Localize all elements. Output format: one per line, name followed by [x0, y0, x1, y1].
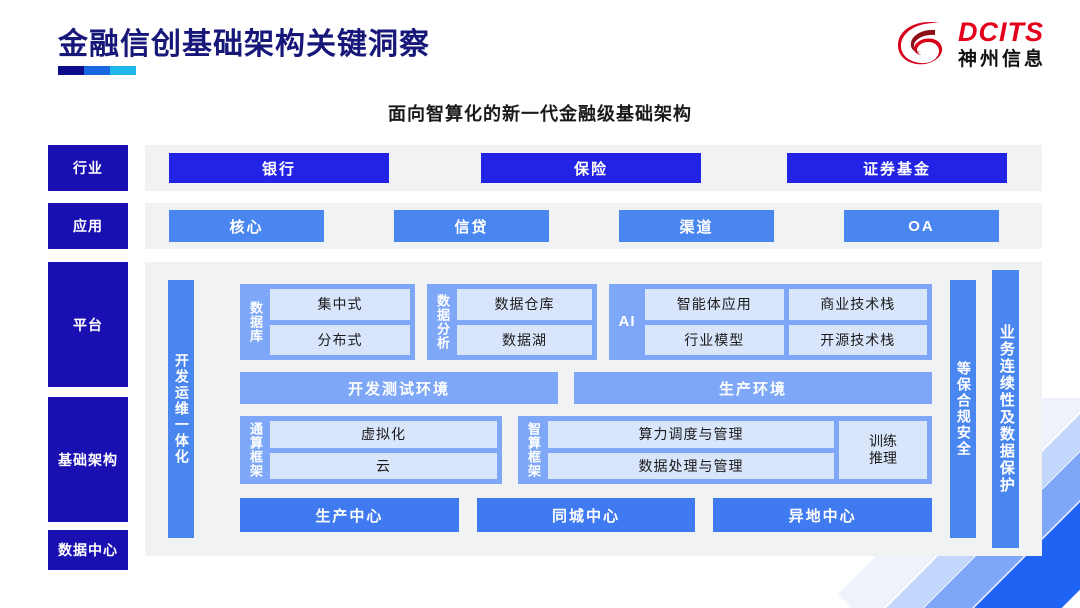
group-intelligent-compute-caption: 智算框架: [526, 422, 542, 478]
env-production[interactable]: 生产环境: [574, 372, 932, 404]
rule-segment-2: [84, 66, 110, 75]
dc-production[interactable]: 生产中心: [240, 498, 459, 532]
title-underline-rule: [58, 66, 136, 75]
environment-row: 开发测试环境 生产环境: [240, 372, 932, 404]
compute-framework-row: 通算框架 虚拟化 云 智算框架 算力调度与管理 数据处理与管理 训: [240, 416, 932, 484]
datacenter-row: 生产中心 同城中心 异地中心: [240, 498, 933, 532]
cell-distributed[interactable]: 分布式: [270, 324, 410, 355]
application-band: 核心 信贷 渠道 OA: [145, 203, 1042, 249]
group-general-compute: 通算框架 虚拟化 云: [240, 416, 502, 484]
group-intelligent-compute: 智算框架 算力调度与管理 数据处理与管理 训练 推理: [518, 416, 932, 484]
platform-infrastructure-panel: 开发运维一体化 等保合规安全 业务连续性及数据保护 数据库 集中式 分布式 数据…: [145, 262, 1042, 556]
cell-cloud[interactable]: 云: [270, 452, 497, 479]
app-chip-channel[interactable]: 渠道: [619, 210, 774, 242]
logo-text-en: DCITS: [957, 17, 1044, 47]
platform-capability-row: 数据库 集中式 分布式 数据分析 数据仓库 数据湖 AI: [240, 284, 932, 360]
panel-inner-content: 数据库 集中式 分布式 数据分析 数据仓库 数据湖 AI: [240, 284, 933, 540]
app-chip-oa[interactable]: OA: [844, 210, 999, 242]
rail-application: 应用: [48, 203, 128, 249]
cell-data-lake[interactable]: 数据湖: [457, 324, 592, 355]
group-ai: AI 智能体应用 商业技术栈 行业模型 开源技术栈: [609, 284, 932, 360]
vbar-continuity: 业务连续性及数据保护: [992, 270, 1019, 548]
rule-segment-1: [58, 66, 84, 75]
page-title: 金融信创基础架构关键洞察: [58, 28, 430, 61]
cell-agent-app[interactable]: 智能体应用: [645, 289, 784, 320]
cell-commercial-stack[interactable]: 商业技术栈: [788, 289, 927, 320]
group-general-compute-caption: 通算框架: [248, 422, 264, 478]
rail-datacenter: 数据中心: [48, 530, 128, 570]
brand-logo: DCITS 神州信息: [895, 18, 1046, 70]
dc-remote[interactable]: 异地中心: [713, 498, 933, 532]
cell-industry-model[interactable]: 行业模型: [645, 324, 784, 355]
group-analytics-caption: 数据分析: [435, 294, 451, 350]
industry-chip-securities[interactable]: 证券基金: [787, 153, 1007, 183]
group-ai-caption: AI: [618, 312, 636, 330]
group-database-caption: 数据库: [248, 301, 264, 343]
cell-infer-label: 推理: [869, 450, 897, 466]
env-dev-test[interactable]: 开发测试环境: [240, 372, 558, 404]
rail-platform: 平台: [48, 262, 128, 387]
industry-chip-bank[interactable]: 银行: [169, 153, 389, 183]
industry-chip-insurance[interactable]: 保险: [481, 153, 701, 183]
vbar-security: 等保合规安全: [950, 280, 976, 538]
vbar-devops: 开发运维一体化: [168, 280, 194, 538]
group-database: 数据库 集中式 分布式: [240, 284, 415, 360]
dc-metro[interactable]: 同城中心: [476, 498, 696, 532]
cell-data-warehouse[interactable]: 数据仓库: [457, 289, 592, 320]
app-chip-core[interactable]: 核心: [169, 210, 324, 242]
industry-band: 银行 保险 证券基金: [145, 145, 1042, 191]
rail-infrastructure: 基础架构: [48, 397, 128, 522]
cell-centralized[interactable]: 集中式: [270, 289, 410, 320]
app-chip-credit[interactable]: 信贷: [394, 210, 549, 242]
cell-train-label: 训练: [869, 432, 897, 449]
dcits-swirl-icon: [897, 22, 943, 65]
cell-virtualization[interactable]: 虚拟化: [270, 421, 497, 448]
logo-text-cn: 神州信息: [957, 49, 1046, 70]
cell-data-processing[interactable]: 数据处理与管理: [548, 452, 834, 479]
subtitle: 面向智算化的新一代金融级基础架构: [388, 104, 692, 124]
cell-compute-scheduling[interactable]: 算力调度与管理: [548, 421, 834, 448]
cell-opensource-stack[interactable]: 开源技术栈: [788, 324, 927, 355]
cell-train-infer[interactable]: 训练 推理: [839, 421, 927, 479]
rule-segment-3: [110, 66, 136, 75]
rail-industry: 行业: [48, 145, 128, 191]
group-analytics: 数据分析 数据仓库 数据湖: [427, 284, 597, 360]
